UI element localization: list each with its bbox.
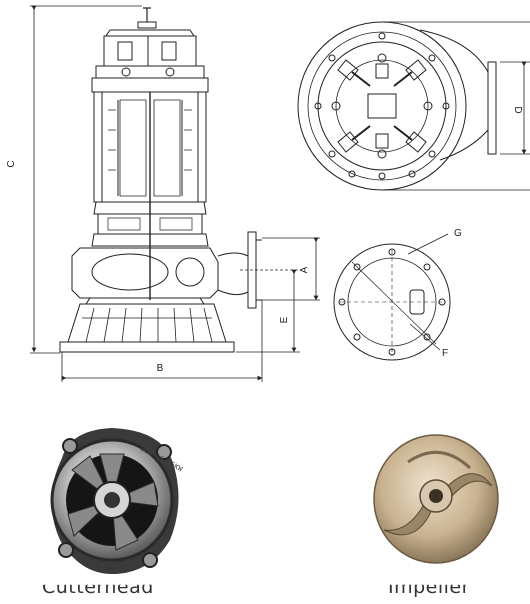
dimension-a (262, 237, 320, 301)
pump-top-view (297, 21, 530, 191)
dimension-c-label: C (6, 160, 17, 167)
pump-side-elevation (59, 7, 262, 353)
dimension-c (30, 5, 142, 354)
dimension-b (61, 300, 263, 382)
dimension-d (500, 61, 530, 155)
dimension-b-label: B (157, 363, 164, 374)
impeller-caption: Impeller (388, 576, 470, 598)
dimension-e (236, 269, 300, 353)
impeller-photo (373, 434, 499, 564)
dimension-d-label: D (512, 106, 523, 113)
dimension-f-label: F (442, 348, 448, 359)
cutterhead-photo (50, 428, 179, 574)
dimension-a-label: A (299, 266, 310, 273)
discharge-flange-view (333, 233, 451, 361)
dimension-g-label: G (454, 228, 462, 239)
cutterhead-caption: Cutterhead (42, 576, 154, 598)
dimension-e-label: E (279, 316, 290, 323)
